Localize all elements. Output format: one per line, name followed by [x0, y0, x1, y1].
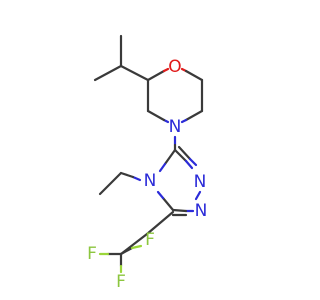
bond-c5-n-grey	[184, 109, 204, 122]
molecule-diagram: O N N N N F F F	[87, 34, 208, 292]
atom-label-fluorine-1: F	[145, 230, 155, 250]
bond-n4-ch2-blue	[131, 175, 142, 182]
bond-cf3-f1-grey	[119, 246, 134, 256]
atom-label-triazole-n4: N	[144, 171, 157, 191]
bond-c2-o1-red	[162, 67, 170, 73]
atom-label-morpholine-nitrogen: N	[169, 117, 182, 137]
atom-label-fluorine-3: F	[116, 272, 126, 292]
atom-label-triazole-n2: N	[194, 172, 207, 192]
bond-n-c3-grey	[146, 109, 166, 122]
bond-cf3-f1-green	[130, 244, 143, 250]
bond-ethyl-ch3	[98, 171, 123, 196]
bond-c3-n2-grey	[173, 148, 188, 163]
bond-c3-n2-double-grey	[177, 145, 192, 161]
bond-c5-n4-grey	[161, 196, 175, 212]
bond-o1-c6-grey	[184, 69, 204, 82]
bond-isopropyl-ch3-left	[93, 64, 123, 82]
bond-n4-ch2-grey	[119, 171, 135, 179]
bond-c2-o1-grey	[146, 69, 166, 82]
atom-label-triazole-n1: N	[195, 201, 208, 221]
bond-isopropyl-to-ring	[119, 64, 150, 82]
bond-c5-n4-blue	[156, 190, 165, 200]
bond-c3-n2-blue	[184, 159, 194, 170]
atom-label-oxygen: O	[168, 57, 181, 77]
structure-svg: O N N N N F F F	[87, 34, 208, 292]
bond-c3-n2-double-blue	[188, 157, 198, 167]
bond-c5-ch2	[145, 210, 175, 236]
bond-c5-n-blue	[180, 118, 188, 124]
bond-c3-n4-grey	[163, 148, 177, 166]
bond-n2-n1-blue	[194, 190, 202, 201]
bond-n1-c5-grey	[171, 208, 188, 213]
atom-label-fluorine-2: F	[87, 244, 97, 264]
bond-c3-n4-blue	[158, 162, 167, 173]
